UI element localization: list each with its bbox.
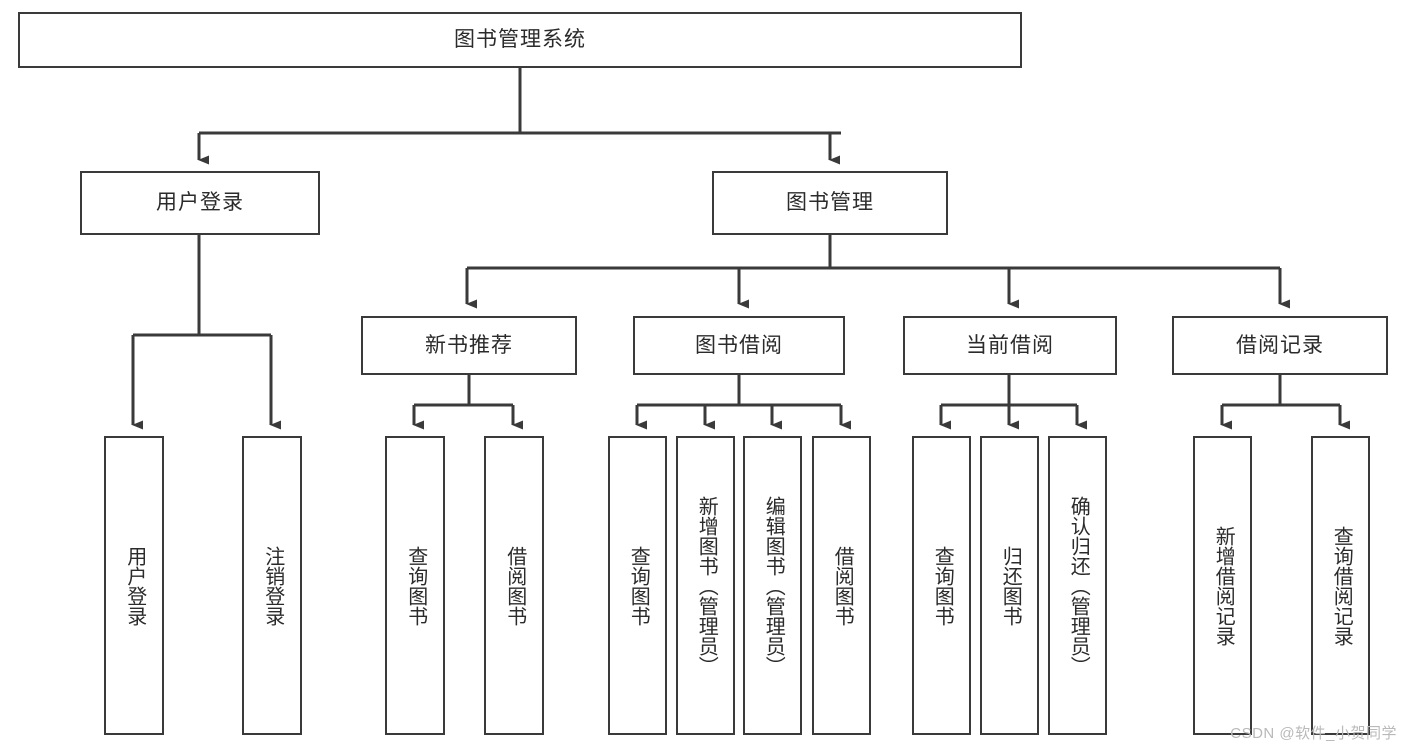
leaf-user-login-0-label: 用户登录 (123, 545, 146, 626)
node-user-login[interactable]: 用户登录 (80, 171, 320, 235)
node-root[interactable]: 图书管理系统 (18, 12, 1022, 68)
leaf-current-borrow-0-label: 查询图书 (931, 545, 954, 626)
node-new-book-recommend-label: 新书推荐 (425, 333, 513, 357)
leaf-current-borrow-2[interactable]: 确认归还（管理员） (1048, 436, 1107, 735)
leaf-borrow-record-1[interactable]: 查询借阅记录 (1311, 436, 1370, 735)
node-root-label: 图书管理系统 (454, 28, 586, 52)
leaf-new-book-1[interactable]: 借阅图书 (484, 436, 544, 735)
leaf-borrow-record-1-label: 查询借阅记录 (1330, 525, 1353, 646)
leaf-book-borrow-1-label: 新增图书（管理员） (695, 495, 718, 676)
node-current-borrow[interactable]: 当前借阅 (903, 316, 1117, 375)
leaf-book-borrow-0[interactable]: 查询图书 (608, 436, 667, 735)
leaf-user-login-1-label: 注销登录 (261, 545, 284, 626)
leaf-current-borrow-1[interactable]: 归还图书 (980, 436, 1039, 735)
leaf-current-borrow-0[interactable]: 查询图书 (912, 436, 971, 735)
leaf-user-login-0[interactable]: 用户登录 (104, 436, 164, 735)
leaf-book-borrow-3-label: 借阅图书 (831, 545, 854, 626)
leaf-user-login-1[interactable]: 注销登录 (242, 436, 302, 735)
leaf-book-borrow-2-label: 编辑图书（管理员） (762, 495, 785, 676)
node-book-borrow-label: 图书借阅 (695, 333, 783, 357)
leaf-new-book-0-label: 查询图书 (404, 545, 427, 626)
leaf-current-borrow-2-label: 确认归还（管理员） (1067, 495, 1090, 676)
csdn-watermark: CSDN @软件_小贺同学 (1230, 725, 1397, 742)
node-new-book-recommend[interactable]: 新书推荐 (361, 316, 577, 375)
node-borrow-record[interactable]: 借阅记录 (1172, 316, 1388, 375)
node-book-borrow[interactable]: 图书借阅 (633, 316, 845, 375)
node-current-borrow-label: 当前借阅 (966, 333, 1054, 357)
leaf-book-borrow-3[interactable]: 借阅图书 (812, 436, 871, 735)
node-borrow-record-label: 借阅记录 (1236, 333, 1324, 357)
node-user-login-label: 用户登录 (156, 191, 244, 215)
node-book-manage-label: 图书管理 (786, 191, 874, 215)
leaf-new-book-0[interactable]: 查询图书 (385, 436, 445, 735)
leaf-book-borrow-2[interactable]: 编辑图书（管理员） (743, 436, 802, 735)
leaf-current-borrow-1-label: 归还图书 (999, 545, 1022, 626)
leaf-book-borrow-0-label: 查询图书 (627, 545, 650, 626)
leaf-borrow-record-0[interactable]: 新增借阅记录 (1193, 436, 1252, 735)
node-book-manage[interactable]: 图书管理 (712, 171, 948, 235)
leaf-book-borrow-1[interactable]: 新增图书（管理员） (676, 436, 735, 735)
leaf-new-book-1-label: 借阅图书 (503, 545, 526, 626)
leaf-borrow-record-0-label: 新增借阅记录 (1212, 525, 1235, 646)
